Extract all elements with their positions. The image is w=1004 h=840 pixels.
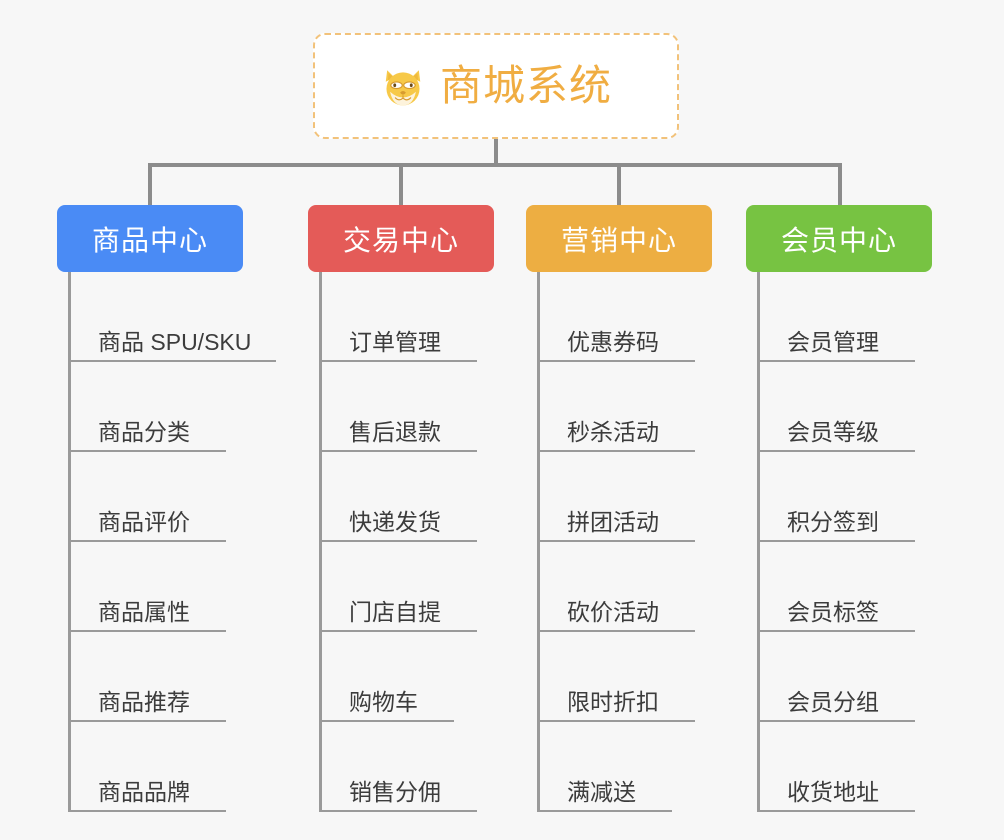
category-card-member-center[interactable]: 会员中心 bbox=[746, 205, 932, 272]
list-item[interactable]: 优惠券码 bbox=[540, 272, 712, 362]
list-item[interactable]: 满减送 bbox=[540, 722, 712, 812]
subitem-label: 积分签到 bbox=[787, 508, 879, 535]
list-item[interactable]: 积分签到 bbox=[760, 452, 932, 542]
connector-drop-member-center bbox=[838, 163, 842, 207]
category-card-product-center[interactable]: 商品中心 bbox=[57, 205, 243, 272]
connector-drop-marketing-center bbox=[617, 163, 621, 207]
subitem-list-member-center: 会员管理 会员等级 积分签到 会员标签 会员分组 收货地址 bbox=[757, 272, 932, 812]
list-item[interactable]: 收货地址 bbox=[760, 722, 932, 812]
subitem-label: 商品属性 bbox=[98, 598, 190, 625]
subitem-label: 门店自提 bbox=[349, 598, 441, 625]
subitem-label: 优惠券码 bbox=[567, 328, 659, 355]
list-item[interactable]: 会员标签 bbox=[760, 542, 932, 632]
subitem-label: 销售分佣 bbox=[349, 778, 441, 805]
subitem-label: 会员分组 bbox=[787, 688, 879, 715]
subitem-underline bbox=[322, 720, 454, 722]
list-item[interactable]: 会员管理 bbox=[760, 272, 932, 362]
subitem-label: 购物车 bbox=[349, 688, 418, 715]
subitem-underline bbox=[71, 810, 226, 812]
list-item[interactable]: 商品分类 bbox=[71, 362, 243, 452]
list-item[interactable]: 拼团活动 bbox=[540, 452, 712, 542]
subitem-label: 商品推荐 bbox=[98, 688, 190, 715]
list-item[interactable]: 商品品牌 bbox=[71, 722, 243, 812]
subitem-label: 砍价活动 bbox=[567, 598, 659, 625]
shiba-dog-face-icon bbox=[385, 70, 421, 107]
subitem-list-marketing-center: 优惠券码 秒杀活动 拼团活动 砍价活动 限时折扣 满减送 bbox=[537, 272, 712, 812]
subitem-label: 限时折扣 bbox=[567, 688, 659, 715]
subitem-underline bbox=[540, 720, 695, 722]
subitem-underline bbox=[71, 630, 226, 632]
subitem-underline bbox=[760, 450, 915, 452]
list-item[interactable]: 会员等级 bbox=[760, 362, 932, 452]
subitem-label: 会员等级 bbox=[787, 418, 879, 445]
subitem-label: 商品分类 bbox=[98, 418, 190, 445]
subitem-label: 收货地址 bbox=[787, 778, 879, 805]
subitem-underline bbox=[322, 810, 477, 812]
subitem-underline bbox=[760, 810, 915, 812]
list-item[interactable]: 砍价活动 bbox=[540, 542, 712, 632]
category-card-trade-center[interactable]: 交易中心 bbox=[308, 205, 494, 272]
subitem-underline bbox=[760, 720, 915, 722]
list-item[interactable]: 商品属性 bbox=[71, 542, 243, 632]
subitem-label: 快递发货 bbox=[349, 508, 441, 535]
subitem-underline bbox=[540, 450, 695, 452]
connector-drop-trade-center bbox=[399, 163, 403, 207]
subitem-underline bbox=[760, 360, 915, 362]
branch-member-center: 会员中心 会员管理 会员等级 积分签到 会员标签 会员分组 bbox=[746, 205, 932, 812]
subitem-label: 会员管理 bbox=[787, 328, 879, 355]
branch-product-center: 商品中心 商品 SPU/SKU 商品分类 商品评价 商品属性 商品推荐 bbox=[57, 205, 276, 812]
subitem-label: 商品品牌 bbox=[98, 778, 190, 805]
subitem-label: 商品 SPU/SKU bbox=[98, 328, 252, 355]
subitem-label: 订单管理 bbox=[349, 328, 441, 355]
subitem-list-product-center: 商品 SPU/SKU 商品分类 商品评价 商品属性 商品推荐 商品品牌 bbox=[68, 272, 276, 812]
subitem-underline bbox=[760, 540, 915, 542]
subitem-underline bbox=[540, 630, 695, 632]
subitem-label: 商品评价 bbox=[98, 508, 190, 535]
category-card-marketing-center[interactable]: 营销中心 bbox=[526, 205, 712, 272]
subitem-label: 满减送 bbox=[567, 778, 636, 805]
subitem-label: 会员标签 bbox=[787, 598, 879, 625]
subitem-list-trade-center: 订单管理 售后退款 快递发货 门店自提 购物车 销售分佣 bbox=[319, 272, 494, 812]
subitem-underline bbox=[540, 540, 695, 542]
list-item[interactable]: 限时折扣 bbox=[540, 632, 712, 722]
subitem-underline bbox=[760, 630, 915, 632]
subitem-underline bbox=[322, 360, 477, 362]
root-node-card[interactable]: 商城系统 bbox=[313, 33, 679, 139]
subitem-underline bbox=[71, 720, 226, 722]
subitem-underline bbox=[71, 360, 276, 362]
subitem-label: 售后退款 bbox=[349, 418, 441, 445]
subitem-label: 秒杀活动 bbox=[567, 418, 659, 445]
list-item[interactable]: 购物车 bbox=[322, 632, 494, 722]
subitem-label: 拼团活动 bbox=[567, 508, 659, 535]
branch-trade-center: 交易中心 订单管理 售后退款 快递发货 门店自提 购物车 bbox=[308, 205, 494, 812]
list-item[interactable]: 会员分组 bbox=[760, 632, 932, 722]
list-item[interactable]: 秒杀活动 bbox=[540, 362, 712, 452]
list-item[interactable]: 售后退款 bbox=[322, 362, 494, 452]
root-node-title: 商城系统 bbox=[439, 62, 612, 109]
subitem-underline bbox=[540, 810, 672, 812]
list-item[interactable]: 订单管理 bbox=[322, 272, 494, 362]
subitem-underline bbox=[322, 540, 477, 542]
branch-marketing-center: 营销中心 优惠券码 秒杀活动 拼团活动 砍价活动 限时折扣 bbox=[526, 205, 712, 812]
list-item[interactable]: 商品 SPU/SKU bbox=[71, 272, 276, 362]
subitem-underline bbox=[322, 450, 477, 452]
connector-horizontal-bus bbox=[148, 163, 842, 167]
list-item[interactable]: 门店自提 bbox=[322, 542, 494, 632]
connector-drop-product-center bbox=[148, 163, 152, 207]
list-item[interactable]: 商品推荐 bbox=[71, 632, 243, 722]
list-item[interactable]: 销售分佣 bbox=[322, 722, 494, 812]
list-item[interactable]: 快递发货 bbox=[322, 452, 494, 542]
subitem-underline bbox=[540, 360, 695, 362]
subitem-underline bbox=[322, 630, 477, 632]
subitem-underline bbox=[71, 540, 226, 542]
connector-root-stem bbox=[494, 139, 498, 167]
list-item[interactable]: 商品评价 bbox=[71, 452, 243, 542]
subitem-underline bbox=[71, 450, 226, 452]
